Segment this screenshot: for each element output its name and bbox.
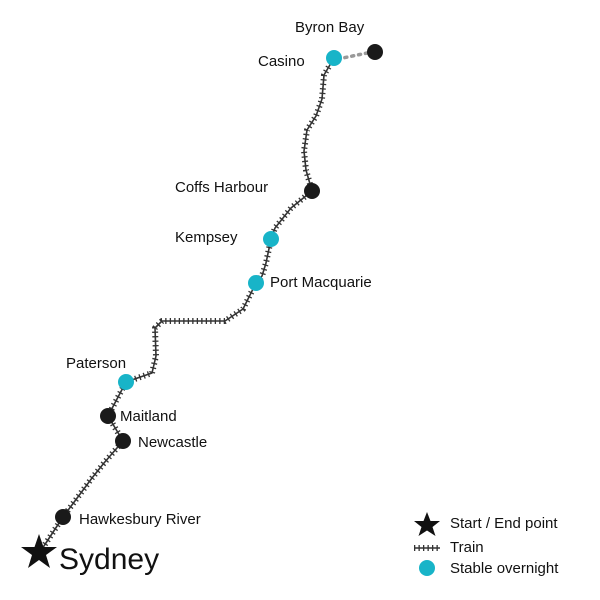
stop-marker-newcastle[interactable] xyxy=(115,433,131,449)
stop-marker-maitland[interactable] xyxy=(100,408,116,424)
label-port-macquarie: Port Macquarie xyxy=(270,274,372,291)
label-sydney: Sydney xyxy=(59,543,160,576)
legend-symbols xyxy=(414,512,440,576)
label-newcastle: Newcastle xyxy=(138,434,208,451)
legend-stable-overnight-label: Stable overnight xyxy=(450,560,559,577)
legend-train-label: Train xyxy=(450,539,484,556)
label-byron-bay: Byron Bay xyxy=(295,19,365,36)
label-hawkesbury-river: Hawkesbury River xyxy=(79,511,201,528)
label-kempsey: Kempsey xyxy=(175,229,238,246)
stop-marker-kempsey[interactable] xyxy=(263,231,279,247)
dotted-link-casino-byron-bay xyxy=(336,50,374,61)
stop-marker-coffs-harbour[interactable] xyxy=(304,183,320,199)
label-coffs-harbour: Coffs Harbour xyxy=(175,179,269,196)
label-maitland: Maitland xyxy=(120,408,177,425)
label-casino: Casino xyxy=(258,53,305,70)
legend-start-end-label: Start / End point xyxy=(450,515,558,532)
stop-marker-hawkesbury-river[interactable] xyxy=(55,509,71,525)
stop-marker-port-macquarie[interactable] xyxy=(248,275,264,291)
label-paterson: Paterson xyxy=(66,355,127,372)
stops xyxy=(21,44,383,568)
stop-marker-casino[interactable] xyxy=(326,50,342,66)
start-end-star-icon[interactable] xyxy=(21,534,57,568)
stop-marker-byron-bay[interactable] xyxy=(367,44,383,60)
legend-stable-overnight-icon xyxy=(419,560,435,576)
stop-marker-paterson[interactable] xyxy=(118,374,134,390)
legend-star-icon xyxy=(414,512,440,536)
train-track xyxy=(37,56,337,554)
